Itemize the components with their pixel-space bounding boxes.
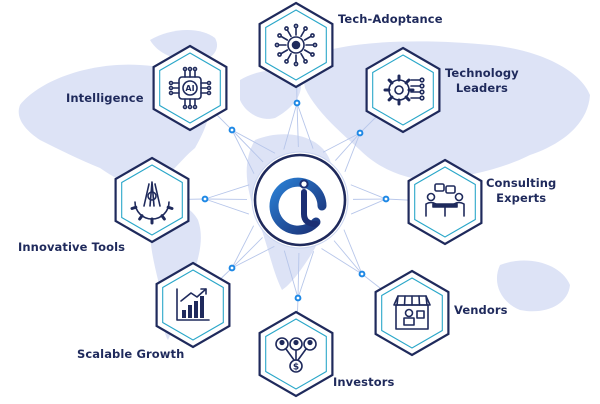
- connector-dot-center: [231, 267, 234, 270]
- connector-line: [351, 185, 386, 199]
- connector-line: [205, 185, 249, 199]
- connector-dot-center: [296, 102, 299, 105]
- connector-line: [334, 241, 362, 274]
- svg-text:$: $: [293, 363, 299, 373]
- connector-line: [344, 230, 362, 274]
- node-investors[interactable]: $: [260, 312, 333, 396]
- node-label-innovative-tools: Innovative Tools: [18, 240, 125, 255]
- connector-dot-center: [297, 297, 300, 300]
- node-label-scalable-growth: Scalable Growth: [77, 347, 184, 362]
- node-label-investors: Investors: [333, 375, 394, 390]
- connector-line: [321, 248, 362, 274]
- node-label-tech-adoptance: Tech-Adoptance: [338, 12, 443, 27]
- node-label-intelligence: Intelligence: [66, 91, 144, 106]
- connector-line: [205, 199, 249, 214]
- connector-dot-center: [361, 273, 364, 276]
- central-hub: [252, 152, 348, 248]
- connector-dot-center: [359, 132, 362, 135]
- connector-dot-center: [231, 129, 234, 132]
- svg-text:AI: AI: [185, 84, 194, 93]
- connector-line: [232, 246, 274, 268]
- node-label-vendors: Vendors: [454, 303, 508, 318]
- connector-line: [232, 237, 263, 268]
- connector-dot-center: [204, 198, 207, 201]
- connector-line: [232, 226, 254, 268]
- node-vendors[interactable]: [376, 271, 449, 355]
- connector-dot-center: [385, 198, 388, 201]
- connector-line: [351, 199, 386, 214]
